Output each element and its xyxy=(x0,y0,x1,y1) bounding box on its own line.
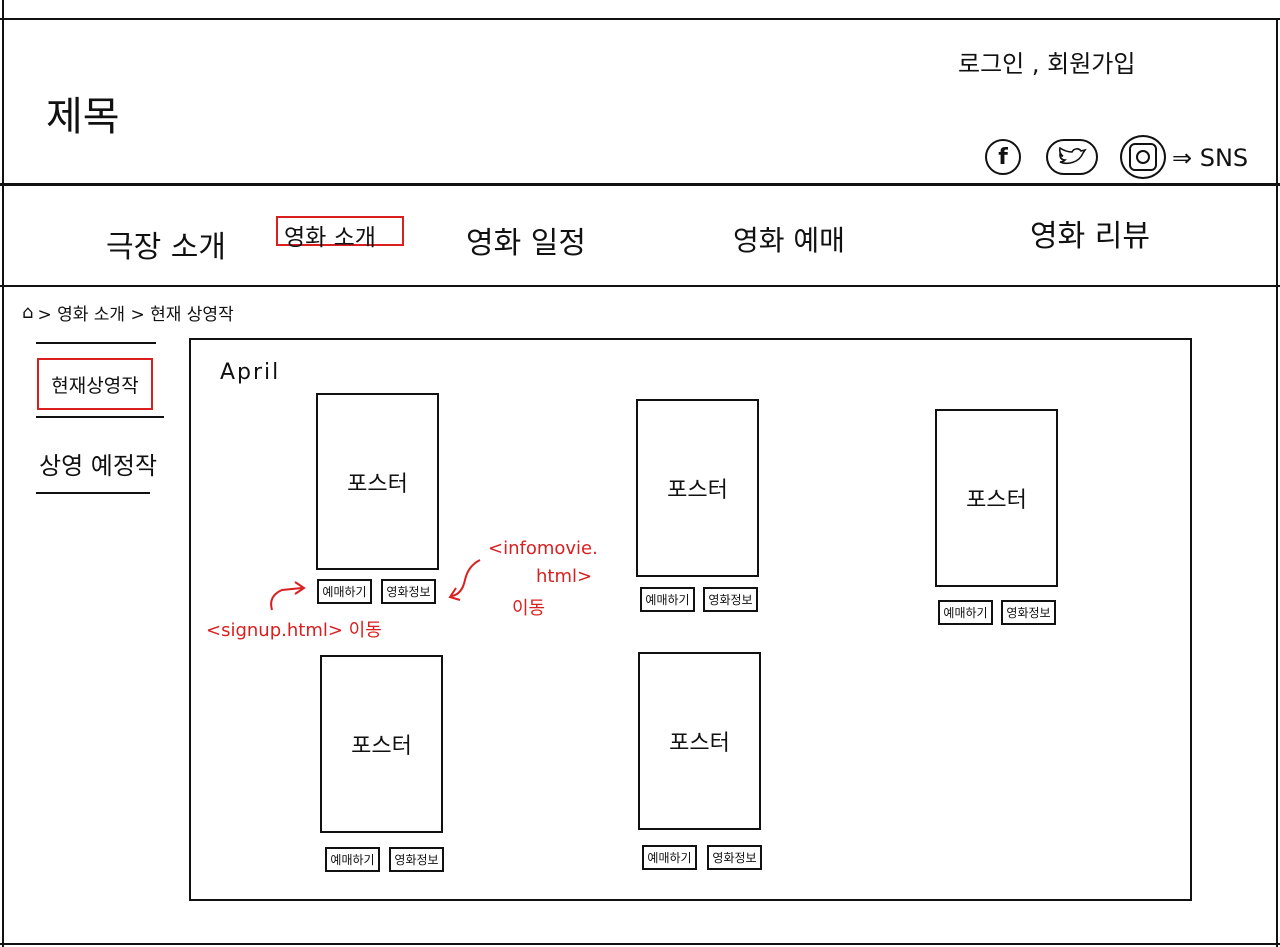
info-annotation-line3: 이동 xyxy=(512,598,546,619)
nav-item-movie-active[interactable] xyxy=(276,216,404,246)
nav-item-reservation[interactable]: 영화 예매 xyxy=(733,224,845,257)
movie-info-button-1[interactable]: 영화정보 xyxy=(381,579,436,604)
movie-poster-3[interactable]: 포스터 xyxy=(935,409,1058,587)
sidebar-divider-1 xyxy=(36,342,156,344)
reserve-button-2[interactable]: 예매하기 xyxy=(640,587,695,612)
left-border xyxy=(2,0,4,947)
poster-label: 포스터 xyxy=(351,734,412,759)
instagram-inner xyxy=(1129,143,1157,171)
info-annotation-line1: <infomovie. xyxy=(488,538,598,559)
movie-poster-4[interactable]: 포스터 xyxy=(320,655,443,833)
auth-links[interactable]: 로그인 , 회원가입 xyxy=(958,50,1136,78)
nav-divider xyxy=(0,285,1280,287)
movie-info-button-2[interactable]: 영화정보 xyxy=(703,587,758,612)
movie-poster-1[interactable]: 포스터 xyxy=(316,393,439,570)
poster-label: 포스터 xyxy=(667,478,728,503)
movie-poster-5[interactable]: 포스터 xyxy=(638,652,761,830)
home-icon[interactable]: ⌂ xyxy=(22,301,34,323)
sns-label: ⇒ SNS xyxy=(1172,144,1249,172)
sidebar-divider-2 xyxy=(36,416,164,418)
sidebar-divider-3 xyxy=(36,492,150,494)
bird-glyph xyxy=(1058,147,1087,165)
reserve-button-1[interactable]: 예매하기 xyxy=(317,579,372,604)
instagram-icon[interactable] xyxy=(1120,135,1166,179)
nav-item-theater[interactable]: 극장 소개 xyxy=(106,230,226,265)
movie-poster-2[interactable]: 포스터 xyxy=(636,399,759,577)
movie-info-button-5[interactable]: 영화정보 xyxy=(707,845,762,870)
facebook-icon[interactable]: f xyxy=(985,139,1021,175)
breadcrumb: ⌂ > 영화 소개 > 현재 상영작 xyxy=(22,300,234,325)
info-annotation-line2: html> xyxy=(536,566,593,587)
movie-list-panel xyxy=(189,338,1192,901)
header-divider xyxy=(0,183,1280,186)
bottom-border xyxy=(0,943,1280,945)
top-border xyxy=(0,18,1280,20)
poster-label: 포스터 xyxy=(347,471,408,497)
month-label: April xyxy=(220,360,281,385)
movie-info-button-4[interactable]: 영화정보 xyxy=(389,847,444,872)
twitter-icon[interactable] xyxy=(1046,139,1098,175)
right-border xyxy=(1276,18,1278,947)
sidebar-item-upcoming[interactable]: 상영 예정작 xyxy=(39,452,158,480)
page-title: 제목 xyxy=(46,94,120,140)
reserve-button-4[interactable]: 예매하기 xyxy=(325,847,380,872)
poster-label: 포스터 xyxy=(966,488,1027,513)
sidebar-item-now-playing-label: 현재상영작 xyxy=(51,374,139,397)
breadcrumb-path: > 영화 소개 > 현재 상영작 xyxy=(37,304,234,325)
nav-item-movie[interactable]: 영화 소개 xyxy=(284,225,376,251)
nav-item-review[interactable]: 영화 리뷰 xyxy=(1030,219,1150,254)
reserve-button-5[interactable]: 예매하기 xyxy=(642,845,697,870)
poster-label: 포스터 xyxy=(669,731,730,756)
movie-info-button-3[interactable]: 영화정보 xyxy=(1001,600,1056,625)
reserve-button-3[interactable]: 예매하기 xyxy=(938,600,993,625)
nav-item-schedule[interactable]: 영화 일정 xyxy=(466,226,586,261)
signup-annotation: <signup.html> 이동 xyxy=(206,620,382,641)
sidebar-item-now-playing[interactable]: 현재상영작 xyxy=(37,358,153,410)
